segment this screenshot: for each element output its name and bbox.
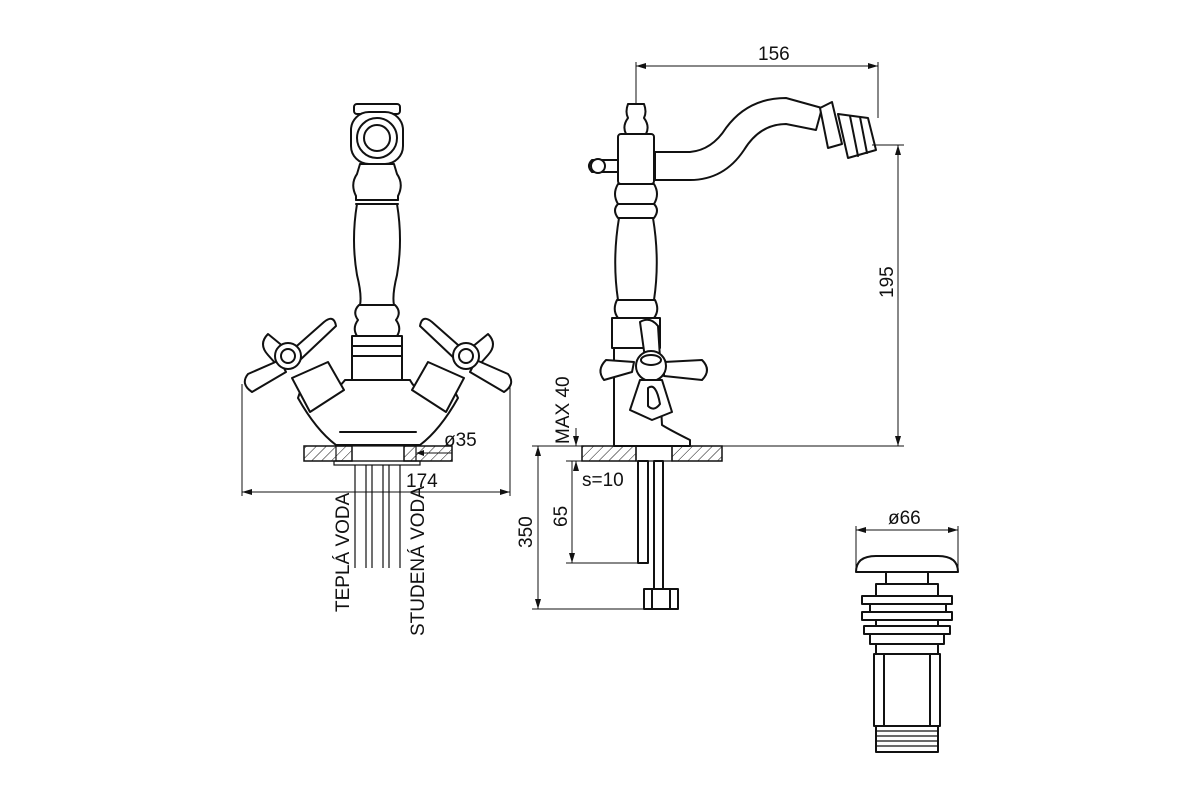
waste-cap bbox=[855, 555, 959, 573]
front-view: ø35 174 TEPLÁ VODA STUDENÁ VODA bbox=[241, 103, 513, 636]
waste-drain-view: ø66 bbox=[855, 508, 959, 753]
dim-waste-diameter: ø66 bbox=[855, 508, 959, 570]
dim-max-thickness: MAX 40 bbox=[553, 376, 582, 447]
dim-hose-length-label: 350 bbox=[516, 516, 537, 548]
front-column bbox=[351, 163, 403, 382]
side-deck-left bbox=[581, 445, 637, 462]
dim-height-spout: 195 bbox=[722, 144, 904, 447]
dim-total-width: 174 bbox=[241, 384, 511, 496]
dim-width-top-label: 156 bbox=[758, 44, 790, 65]
dim-deck-thickness-label: s=10 bbox=[582, 470, 624, 491]
label-cold-water: STUDENÁ VODA bbox=[408, 486, 429, 636]
dim-max-thickness-label: MAX 40 bbox=[553, 376, 574, 444]
dim-hole-diameter-label: ø35 bbox=[444, 430, 477, 451]
side-spout bbox=[654, 97, 823, 181]
front-left-handle bbox=[243, 317, 345, 413]
front-right-handle bbox=[411, 317, 513, 413]
front-supply-pipes bbox=[333, 460, 421, 568]
waste-thread-lines bbox=[876, 730, 938, 747]
dim-pipe-length-label: 65 bbox=[551, 506, 572, 527]
dim-pipe-length: 65 bbox=[551, 461, 648, 564]
side-aerator bbox=[819, 101, 877, 159]
side-handle bbox=[599, 318, 708, 421]
dim-total-width-label: 174 bbox=[406, 471, 438, 492]
side-view: 156 195 MAX 40 s=10 bbox=[516, 44, 904, 610]
front-spout-head bbox=[350, 103, 404, 165]
waste-thread bbox=[875, 725, 939, 753]
dim-height-spout-label: 195 bbox=[877, 266, 898, 298]
side-deck-right bbox=[671, 445, 723, 462]
dim-hose-length: 350 bbox=[516, 445, 644, 610]
dim-width-top: 156 bbox=[635, 44, 879, 118]
label-warm-water: TEPLÁ VODA bbox=[333, 492, 354, 612]
dim-waste-diameter-label: ø66 bbox=[888, 508, 921, 529]
front-deck-left bbox=[303, 445, 353, 462]
side-supply-hose bbox=[637, 460, 679, 610]
dim-hole-diameter: ø35 bbox=[416, 430, 477, 456]
dim-deck-thickness: s=10 bbox=[566, 460, 624, 491]
